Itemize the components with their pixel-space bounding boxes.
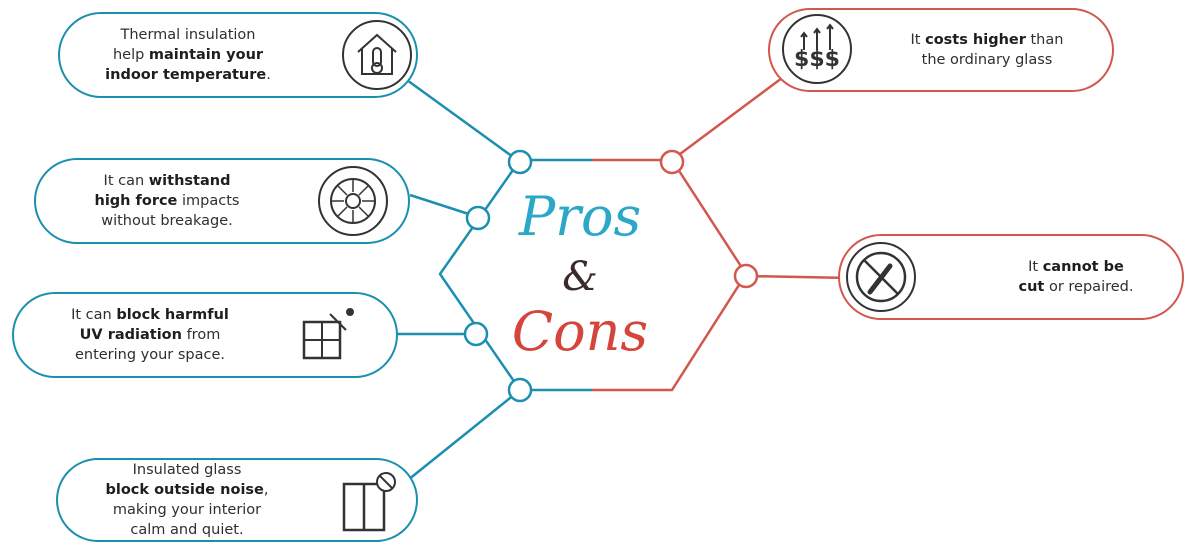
node-con-2: [733, 263, 759, 289]
card-line: high force impacts: [36, 191, 298, 211]
card-line: the ordinary glass: [862, 50, 1112, 70]
ampersand: &: [562, 254, 598, 300]
card-text: than: [1025, 32, 1064, 48]
card-emphasis-text: UV radiation: [79, 327, 182, 343]
card-text: Insulated glass: [132, 462, 242, 478]
card-text: calm and quiet.: [130, 522, 244, 538]
node-pro-4: [507, 377, 533, 403]
card-line: cut or repaired.: [970, 277, 1182, 297]
pros-title: Pros: [518, 185, 642, 248]
no-cut-icon: [846, 242, 916, 312]
card-text: without breakage.: [101, 213, 233, 229]
card-text: or repaired.: [1044, 279, 1134, 295]
connector-pro-2: [409, 193, 479, 219]
card-emphasis-text: cut: [1018, 279, 1045, 295]
card-text: help: [112, 47, 149, 63]
card-text: .: [266, 67, 271, 83]
connector-con-2: [745, 274, 851, 280]
cons-title: Cons: [511, 300, 649, 363]
noise-block-window-icon: [330, 464, 400, 534]
card-line: Thermal insulation: [60, 25, 316, 45]
node-pro-2: [465, 205, 491, 231]
card-text: entering your space.: [74, 347, 226, 363]
connector-pro-4: [407, 389, 521, 481]
card-emphasis-text: high force: [94, 193, 178, 209]
card-text: It can: [103, 173, 149, 189]
card-text: from: [181, 327, 221, 343]
card-text: It can: [71, 307, 117, 323]
connector-con-1: [671, 70, 791, 162]
card-text: ,: [263, 482, 269, 498]
card-emphasis-text: cannot be: [1042, 259, 1124, 275]
card-line: calm and quiet.: [58, 520, 316, 540]
card-line: entering your space.: [14, 345, 286, 365]
card-emphasis-text: costs higher: [925, 32, 1026, 48]
connector-pro-1: [399, 73, 521, 164]
card-line: indoor temperature.: [60, 65, 316, 85]
cost-dollar-icon: $$$: [782, 14, 852, 84]
card-line: It can block harmful: [14, 305, 286, 325]
card-text: It: [1028, 259, 1043, 275]
node-pro-3: [463, 321, 489, 347]
card-line: Insulated glass: [58, 460, 316, 480]
card-text: Thermal insulation: [120, 27, 256, 43]
node-con-1: [659, 149, 685, 175]
shatterproof-glass-icon: [318, 166, 388, 236]
card-line: making your interior: [58, 500, 316, 520]
hexagon-left-half: [438, 158, 592, 392]
svg-text:$$$: $$$: [794, 47, 840, 72]
card-text: the ordinary glass: [921, 52, 1053, 68]
card-line: without breakage.: [36, 211, 298, 231]
node-pro-1: [507, 149, 533, 175]
card-emphasis-text: maintain your: [148, 47, 264, 63]
uv-window-icon: [290, 298, 360, 368]
card-line: UV radiation from: [14, 325, 286, 345]
card-text: impacts: [177, 193, 240, 209]
card-text: It: [910, 32, 926, 48]
card-line: block outside noise,: [58, 480, 316, 500]
card-emphasis-text: withstand: [148, 173, 231, 189]
card-emphasis-text: indoor temperature: [105, 67, 267, 83]
thermometer-house-icon: [342, 20, 412, 90]
card-emphasis-text: block harmful: [116, 307, 229, 323]
card-line: help maintain your: [60, 45, 316, 65]
card-line: It can withstand: [36, 171, 298, 191]
card-line: It cannot be: [970, 257, 1182, 277]
card-emphasis-text: block outside noise: [105, 482, 264, 498]
card-line: It costs higher than: [862, 30, 1112, 50]
card-text: making your interior: [112, 502, 262, 518]
